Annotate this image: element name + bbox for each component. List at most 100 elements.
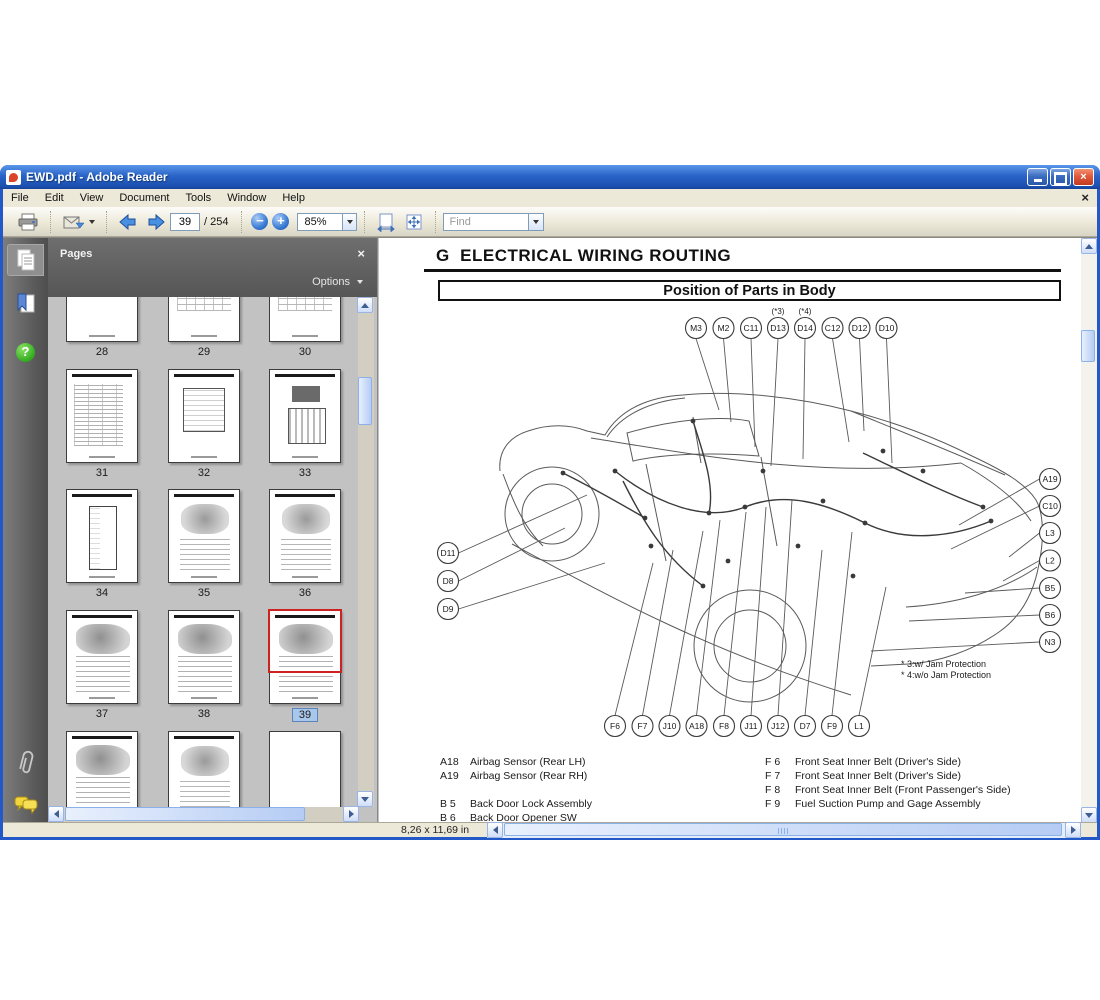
- svg-text:D8: D8: [443, 576, 454, 586]
- options-menu-button[interactable]: Options: [312, 276, 363, 288]
- diagram-label-D10: D10: [875, 316, 898, 340]
- window-title: EWD.pdf - Adobe Reader: [26, 170, 168, 184]
- find-input[interactable]: [443, 212, 530, 231]
- email-button[interactable]: [58, 209, 99, 235]
- diagram-label-C11: C11: [739, 316, 763, 340]
- page-thumbnail-28[interactable]: [66, 297, 138, 342]
- page-number-label-36[interactable]: 36: [298, 587, 312, 599]
- page-thumbnail-31[interactable]: [66, 369, 138, 463]
- fit-page-icon: [406, 214, 422, 229]
- diagram-label-C12: C12: [821, 316, 844, 340]
- page-thumbnail-36[interactable]: [269, 489, 341, 583]
- diagram-label-L1: L1: [847, 714, 871, 738]
- pages-tab[interactable]: [7, 244, 44, 276]
- maximize-button[interactable]: [1050, 168, 1071, 186]
- zoom-dropdown-button[interactable]: [343, 212, 358, 231]
- diagram-label-D11: D11: [436, 541, 460, 565]
- page-number-label-31[interactable]: 31: [95, 467, 109, 479]
- doc-hscrollbar-thumb[interactable]: [504, 823, 1062, 836]
- panel-scrollbar-thumb[interactable]: [358, 377, 372, 425]
- previous-page-button[interactable]: [114, 209, 142, 235]
- page-thumbnail-33[interactable]: [269, 369, 341, 463]
- page-thumbnail-38[interactable]: [168, 610, 240, 704]
- page-thumbnail-29[interactable]: [168, 297, 240, 342]
- document-vertical-scrollbar[interactable]: [1081, 238, 1097, 823]
- page-thumbnail-35[interactable]: [168, 489, 240, 583]
- page-number-label-39[interactable]: 39: [255, 708, 355, 722]
- document-horizontal-scrollbar[interactable]: [487, 822, 1081, 838]
- page-thumbnail-41[interactable]: [168, 731, 240, 807]
- menu-edit[interactable]: Edit: [44, 192, 64, 204]
- page-number-input[interactable]: [170, 212, 200, 231]
- menu-view[interactable]: View: [79, 192, 104, 204]
- panel-hscrollbar-thumb[interactable]: [65, 807, 305, 821]
- close-button[interactable]: ×: [1073, 168, 1094, 186]
- menu-tools[interactable]: Tools: [185, 192, 212, 204]
- attachments-tab[interactable]: [7, 748, 44, 776]
- pages-panel-close-icon[interactable]: ×: [357, 246, 365, 261]
- bookmarks-tab[interactable]: [7, 290, 44, 318]
- find-dropdown-button[interactable]: [529, 212, 545, 231]
- zoom-in-button[interactable]: [272, 213, 290, 230]
- panel-scroll-up-button[interactable]: [357, 297, 373, 313]
- fit-page-button[interactable]: [400, 209, 428, 235]
- page-number-label-33[interactable]: 33: [298, 467, 312, 479]
- help-tab[interactable]: ?: [7, 338, 44, 366]
- svg-text:F8: F8: [719, 721, 729, 731]
- page-total-label: / 254: [204, 215, 229, 228]
- page-thumbnail-40[interactable]: [66, 731, 138, 807]
- page-number-label-34[interactable]: 34: [95, 587, 109, 599]
- page-size-label: 8,26 x 11,69 in: [401, 824, 470, 836]
- menu-file[interactable]: File: [11, 192, 29, 204]
- panel-scroll-left-button[interactable]: [48, 806, 64, 822]
- page-number-label-32[interactable]: 32: [197, 467, 211, 479]
- menubar-close-icon[interactable]: ×: [1081, 190, 1089, 205]
- zoom-level-value[interactable]: 85%: [297, 212, 344, 231]
- page-number-label-37[interactable]: 37: [95, 708, 109, 720]
- doc-scroll-left-button[interactable]: [487, 822, 503, 838]
- zoom-out-button[interactable]: [251, 213, 269, 230]
- page-number-label-29[interactable]: 29: [197, 346, 211, 358]
- panel-scroll-right-button[interactable]: [343, 806, 359, 822]
- diagram-label-L2: L2: [1038, 549, 1062, 572]
- svg-text:N3: N3: [1045, 637, 1056, 647]
- fit-width-button[interactable]: [372, 209, 400, 235]
- page-thumbnail-34[interactable]: [66, 489, 138, 583]
- page-thumbnail-30[interactable]: [269, 297, 341, 342]
- bookmarks-icon: [17, 293, 34, 313]
- panel-horizontal-scrollbar[interactable]: [48, 806, 359, 823]
- page-number-label-35[interactable]: 35: [197, 587, 211, 599]
- doc-scrollbar-thumb[interactable]: [1081, 330, 1095, 362]
- next-page-button[interactable]: [142, 209, 170, 235]
- menu-window[interactable]: Window: [227, 192, 267, 204]
- titlebar[interactable]: EWD.pdf - Adobe Reader ×: [0, 165, 1100, 189]
- adobe-reader-window: EWD.pdf - Adobe Reader × File Edit View Doc…: [0, 165, 1100, 840]
- comments-tab[interactable]: [7, 790, 44, 818]
- printer-icon: [18, 213, 38, 230]
- page-thumbnail-42[interactable]: [269, 731, 341, 807]
- panel-vertical-scrollbar[interactable]: [357, 297, 374, 807]
- doc-scroll-down-button[interactable]: [1081, 807, 1097, 823]
- page-thumbnail-37[interactable]: [66, 610, 138, 704]
- panel-scroll-down-button[interactable]: [357, 791, 373, 807]
- page-number-label-38[interactable]: 38: [197, 708, 211, 720]
- page-number-label-30[interactable]: 30: [298, 346, 312, 358]
- print-button[interactable]: [13, 209, 43, 235]
- menu-help[interactable]: Help: [282, 192, 305, 204]
- page-number-label-28[interactable]: 28: [95, 346, 109, 358]
- page-thumbnail-32[interactable]: [168, 369, 240, 463]
- page-thumbnail-39[interactable]: [268, 609, 342, 704]
- doc-scroll-up-button[interactable]: [1081, 238, 1097, 254]
- diagram-label-D14: D14: [793, 316, 817, 340]
- menu-document[interactable]: Document: [119, 192, 170, 204]
- minimize-button[interactable]: [1027, 168, 1048, 186]
- diagram-label-C10: C10: [1038, 494, 1062, 518]
- help-icon: ?: [16, 342, 35, 362]
- doc-scroll-right-button[interactable]: [1065, 822, 1081, 838]
- label-note-D13: (*3): [772, 307, 785, 316]
- svg-text:C10: C10: [1042, 501, 1058, 511]
